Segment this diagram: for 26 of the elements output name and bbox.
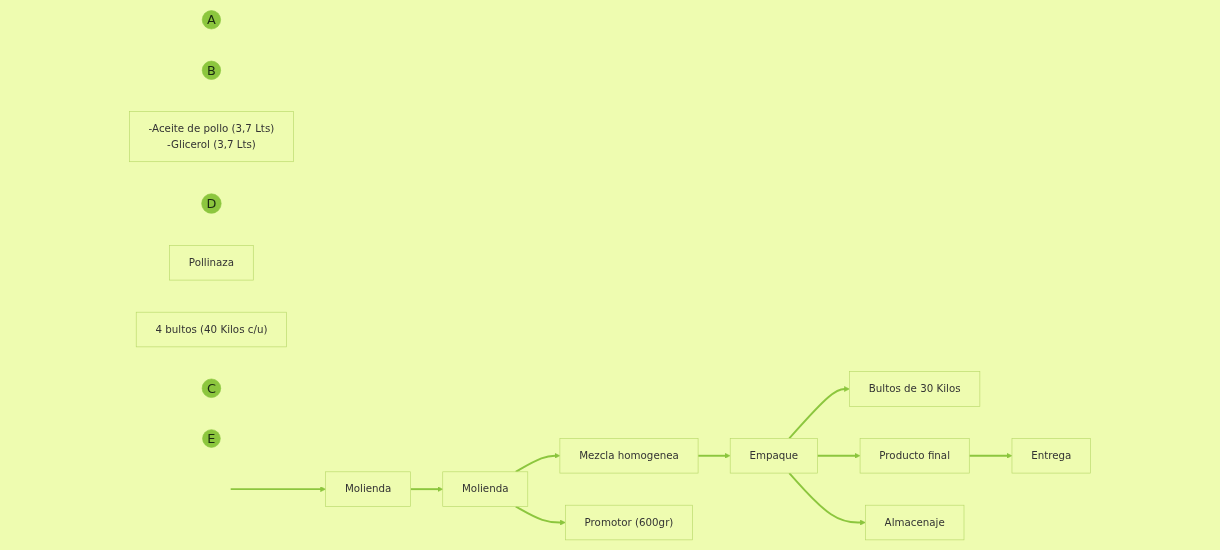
arrow: [788, 472, 866, 526]
arrow: [229, 486, 326, 492]
node-circle: E: [202, 429, 221, 448]
node-box: Producto final: [859, 438, 970, 474]
arrow: [514, 505, 566, 526]
arrow: [816, 452, 861, 459]
node-box: Promotor (600gr): [565, 504, 693, 541]
node-box: Mezcla homogenea: [559, 438, 699, 474]
arrow: [409, 486, 443, 492]
node-box: 4 bultos (40 Kilos c/u): [135, 311, 287, 348]
node-box: Almacenaje: [865, 504, 965, 541]
node-box: Empaque: [729, 438, 818, 474]
node-box: Bultos de 30 Kilos: [849, 371, 981, 407]
node-box: Molienda: [442, 471, 529, 507]
node-circle: C: [201, 378, 222, 398]
arrow: [697, 452, 731, 459]
node-box: Pollinaza: [169, 245, 254, 281]
node-circle: A: [201, 10, 221, 30]
arrow: [968, 452, 1013, 459]
node-circle: B: [201, 60, 221, 80]
node-box: Entrega: [1011, 438, 1091, 474]
node-box: -Aceite de pollo (3,7 Lts) -Glicerol (3,7 Lts): [129, 111, 294, 162]
node-circle: D: [201, 193, 222, 214]
node-box: Molienda: [325, 471, 411, 507]
arrow: [788, 386, 850, 440]
arrow: [514, 452, 561, 473]
